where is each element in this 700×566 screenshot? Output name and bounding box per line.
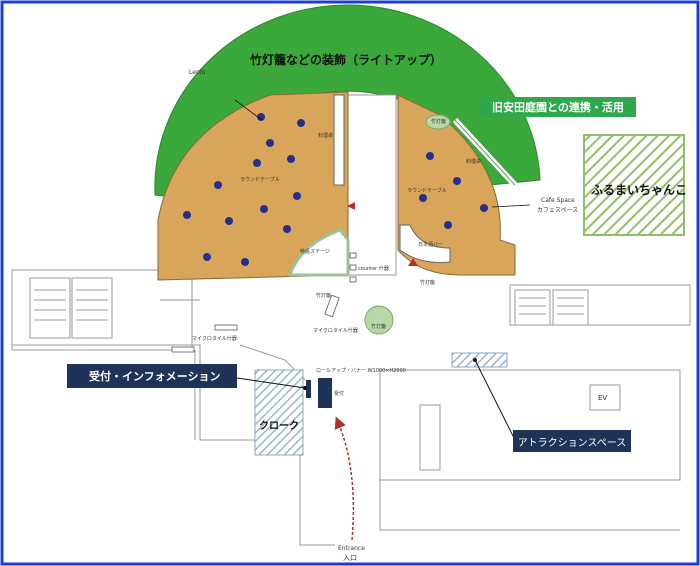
bamboo-left-label: 竹灯籠 (316, 293, 332, 299)
cloak-area (254, 369, 304, 456)
round-table-right-label: ラウンドテーブル (407, 188, 447, 194)
attraction-label: アトラクションスペース (513, 430, 631, 452)
left-building (11, 269, 193, 351)
japanese-bar-label: 日本酒バー (418, 242, 444, 248)
reception-desk-label: 受付 (334, 391, 345, 397)
entrance-ja-label: 入口 (343, 554, 357, 562)
cafe-en-label: Cafe Space (541, 197, 575, 204)
attraction-area (451, 352, 508, 368)
cafe-ja-label: カフェスペース (537, 207, 579, 214)
furumai-label: ふるまいちゃんこ (591, 183, 688, 197)
garden-link-label: 旧安田庭園との連携・活用 (480, 97, 636, 117)
bamboo-center-label: 竹灯籠 (371, 324, 387, 330)
bamboo-top-right-label: 竹灯籠 (431, 119, 447, 125)
mic-right-label: マイクロタイル什器 (313, 328, 358, 334)
decoration-title: 竹灯籠などの装飾（ライトアップ） (250, 53, 443, 67)
special-stage-label: 特設ステージ (300, 249, 330, 255)
entrance-en-label: Entrance (338, 545, 365, 552)
right-building (379, 369, 681, 481)
left-event-area (157, 91, 349, 281)
round-table-left-label: ラウンドテーブル (240, 177, 280, 183)
ev-label: EV (598, 394, 608, 402)
lecture-label: Lectu (189, 69, 206, 76)
reception-info-label: 受付・インフォメーション (67, 364, 237, 388)
mic-left-label: マイクロタイル什器 (192, 336, 237, 342)
furumai-area (583, 134, 685, 236)
counter-label: counter 什器 (358, 266, 389, 272)
cooking-table-left-label: 料理卓 (318, 133, 334, 139)
cooking-table-right-label: 料理卓 (466, 159, 482, 165)
cloak-label: クローク (259, 421, 299, 432)
bamboo-right-label: 竹灯籠 (420, 280, 436, 286)
roll-banner-label: ロールアップ・バナー W1000×H2000 (316, 368, 406, 374)
